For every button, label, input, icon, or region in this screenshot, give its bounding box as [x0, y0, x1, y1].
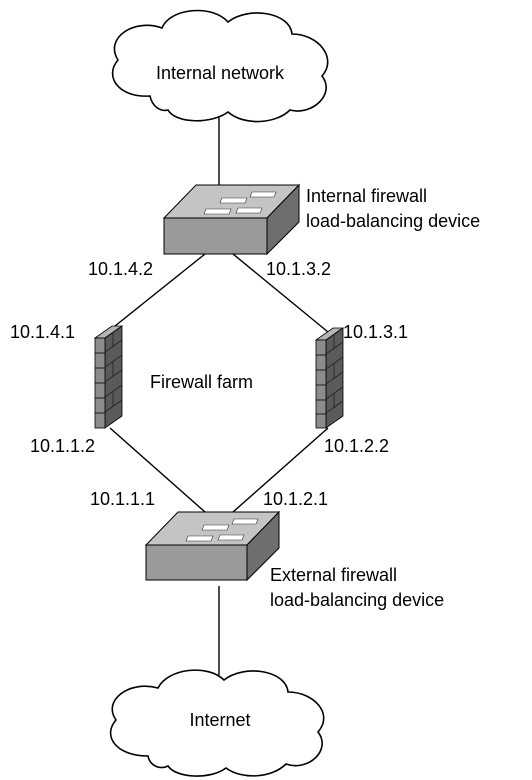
external-lb-label-line2: load-balancing device	[270, 590, 445, 610]
ip-right-firewall-top: 10.1.3.1	[343, 322, 409, 342]
right-firewall-icon	[314, 327, 345, 429]
link-right-firewall-to-external-lb	[232, 427, 329, 513]
ip-left-firewall-top: 10.1.4.1	[10, 322, 76, 342]
left-firewall-icon	[93, 325, 124, 429]
ip-external-lb-right: 10.1.2.1	[263, 489, 329, 509]
ip-external-lb-left: 10.1.1.1	[90, 489, 156, 509]
internal-network-cloud-icon	[111, 9, 329, 123]
firewall-farm-label: Firewall farm	[150, 372, 254, 392]
internal-network-label: Internal network	[155, 63, 285, 83]
internet-label: Internet	[189, 710, 251, 730]
ip-internal-lb-right: 10.1.3.2	[266, 259, 332, 279]
internal-load-balancer-switch-icon	[162, 183, 301, 256]
external-load-balancer-switch-icon	[144, 510, 281, 582]
external-lb-label-line1: External firewall	[270, 565, 398, 585]
ip-right-firewall-bottom: 10.1.2.2	[324, 436, 390, 456]
link-internal-lb-to-right-firewall	[232, 253, 329, 333]
internal-lb-label-line2: load-balancing device	[306, 211, 481, 231]
ip-internal-lb-left: 10.1.4.2	[88, 259, 154, 279]
ip-left-firewall-bottom: 10.1.1.2	[30, 436, 96, 456]
internal-lb-label-line1: Internal firewall	[306, 186, 428, 206]
link-left-firewall-to-external-lb	[109, 427, 206, 513]
link-internal-lb-to-left-firewall	[109, 253, 206, 331]
internet-cloud-icon	[109, 669, 325, 777]
